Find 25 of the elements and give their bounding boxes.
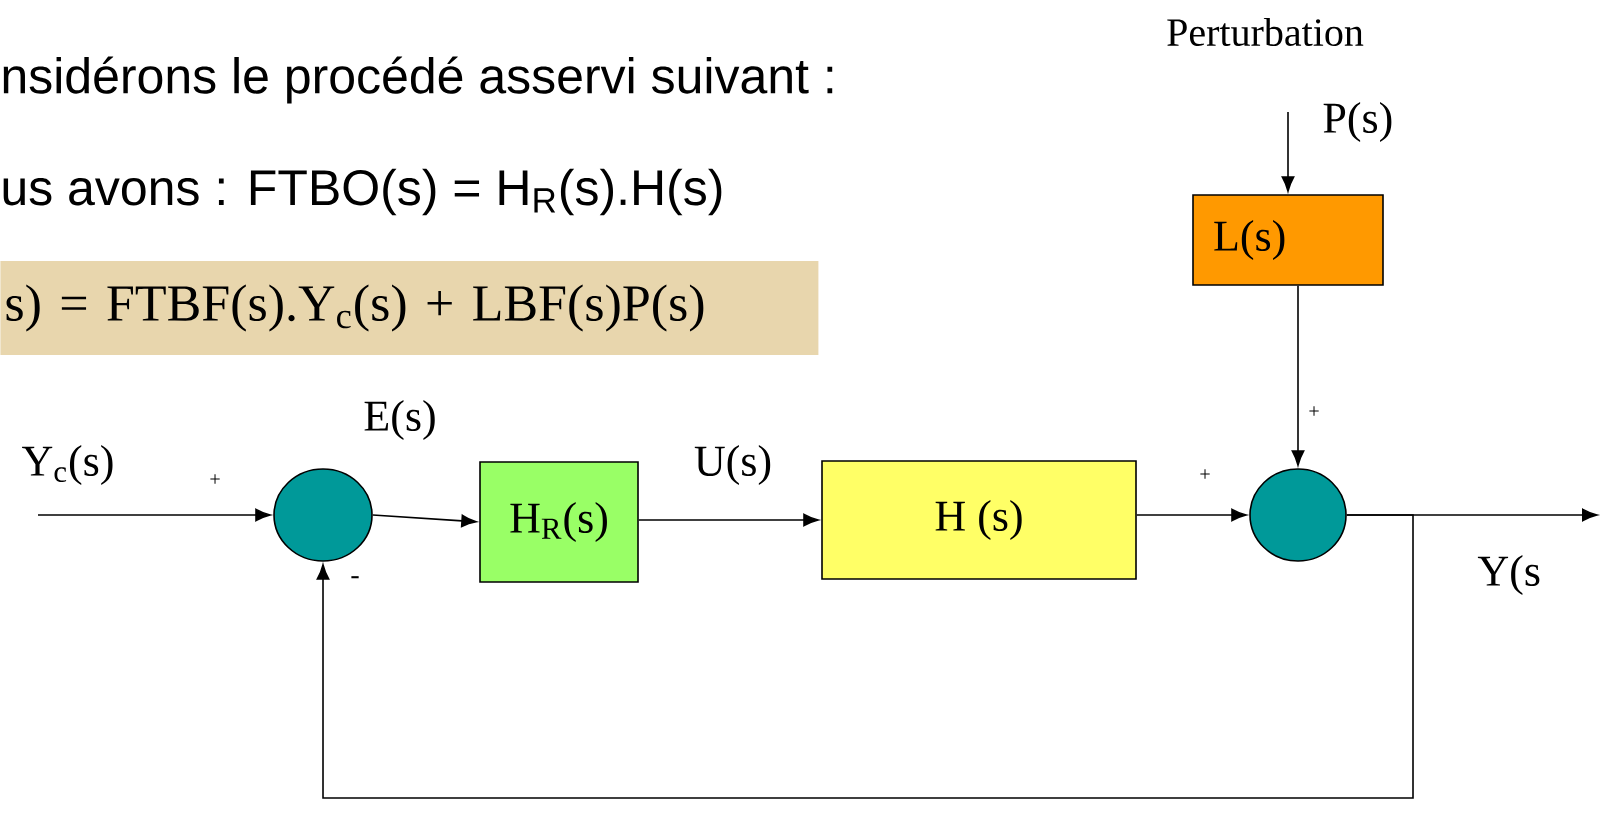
- signal-label: Y$_{c}$(s): [22, 445, 113, 485]
- arrow: [37, 508, 271, 522]
- text-label: Perturbation: [1167, 17, 1364, 47]
- arrow: [372, 514, 477, 528]
- sign-label: -: [351, 576, 359, 579]
- signal-label: Y(s: [1477, 555, 1540, 595]
- signal-label: P(s): [1323, 102, 1392, 142]
- sign-label: +: [210, 474, 220, 484]
- block-box: H$_{R}$(s): [479, 461, 639, 583]
- signal-label: U(s): [694, 445, 771, 485]
- sign-label: +: [1309, 406, 1319, 416]
- sign-label: +: [1200, 469, 1210, 479]
- block-box: H (s): [821, 460, 1137, 580]
- summing-junction: [1249, 468, 1347, 562]
- arrow: [1136, 508, 1247, 522]
- formula-box: s) = FTBF(s).Y$_{c}$(s) + LBF(s)P(s): [0, 261, 819, 355]
- signal-label: E(s): [364, 400, 435, 440]
- summing-junction: [273, 468, 373, 562]
- arrow: [638, 513, 819, 527]
- arrow: [1281, 111, 1295, 192]
- arrow: [1291, 285, 1305, 466]
- block-box: L(s): [1192, 194, 1384, 286]
- arrow: [316, 514, 1414, 799]
- sentence: us avons : FTBO(s) = H$_{R}$(s).H(s): [3, 168, 722, 216]
- sentence: nsidérons le procédé asservi suivant :: [3, 56, 833, 104]
